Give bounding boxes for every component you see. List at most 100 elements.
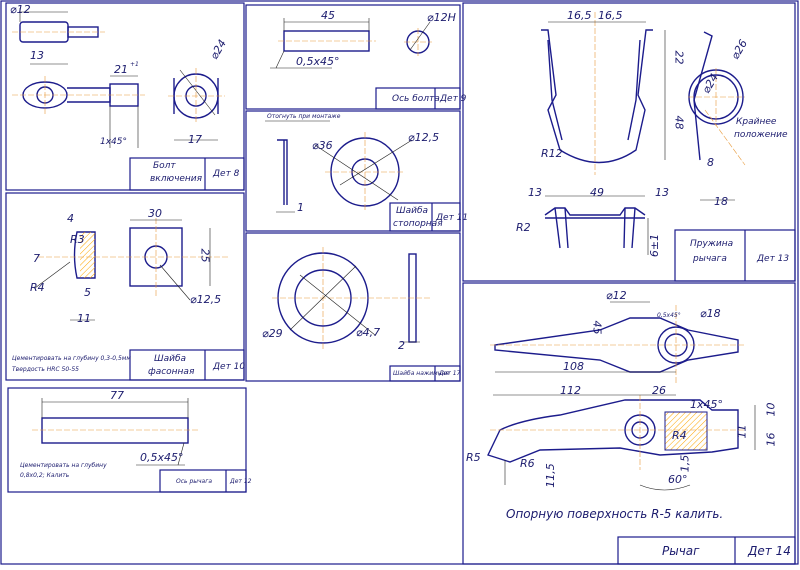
det14-dim-r4: R4	[672, 429, 687, 442]
det12-note-1: Цементировать на глубину	[20, 462, 107, 469]
det13-dim-13a: 13	[528, 186, 542, 199]
det11-number: Дет 11	[436, 213, 469, 223]
det11-title-line-1: Шайба	[396, 206, 429, 216]
det10-dim-r4: R4	[30, 281, 45, 294]
det10-dim-d125: ⌀12,5	[190, 293, 222, 306]
title-block-det17	[389, 365, 461, 382]
det9-title: Ось болта	[392, 94, 440, 104]
det10-dim-11: 11	[77, 312, 91, 325]
det8-dim-17: 17	[188, 133, 202, 146]
det14-title: Рычаг	[662, 544, 700, 558]
det14-note: Опорную поверхность R-5 калить.	[506, 507, 724, 521]
panel-det10-frame	[5, 192, 245, 381]
panel-det12-frame	[7, 387, 247, 493]
det12-note-2: 0,8х0,2; Калить	[20, 472, 70, 479]
det8-dim-21: 21	[114, 63, 128, 76]
det10-title-line-1: Шайба	[154, 354, 187, 364]
det11-dim-d36: ⌀36	[312, 139, 333, 152]
det14-dim-10: 10	[764, 402, 778, 417]
det13-dim-18: 18	[714, 195, 728, 208]
det17-dim-2: 2	[398, 339, 405, 352]
det13-dim-49: 49	[590, 186, 604, 199]
det13-title-line-1: Пружина	[690, 239, 734, 249]
det11-dim-1: 1	[297, 201, 304, 214]
det10-note-1: Цементировать на глубину 0,3-0,5мм	[12, 355, 131, 362]
det8-dim-13: 13	[30, 49, 44, 62]
det10-dim-30: 30	[148, 207, 162, 220]
det14-dim-d12: ⌀12	[606, 289, 627, 302]
det11-note: Отогнуть при монтаже	[267, 113, 341, 120]
det14-dim-d18: ⌀18	[700, 307, 721, 320]
det9-dim-chamfer: 0,5x45°	[296, 55, 340, 68]
det13-dim-22: 22	[672, 50, 686, 65]
det13-dim-8: 8	[707, 156, 714, 169]
det14-dim-15: 1,5	[678, 454, 692, 473]
det10-dim-7: 7	[33, 252, 40, 265]
det17-number: Дет 17	[439, 370, 461, 377]
det8-title-line-1: Болт	[153, 161, 176, 171]
title-block-det10	[129, 349, 245, 381]
det14-number: Дет 14	[748, 544, 791, 558]
det14-dim-11: 11	[735, 424, 749, 439]
det12-title: Ось рычага	[176, 478, 213, 485]
det14-dim-16: 16	[764, 432, 778, 447]
det13-dim-165a: 16,5	[567, 9, 592, 22]
title-block-det8	[129, 157, 245, 191]
title-block-det13	[674, 229, 796, 282]
panel-det17-frame	[245, 232, 461, 382]
det13-dim-r2: R2	[516, 221, 531, 234]
det13-drawing	[541, 29, 744, 249]
det10-note-2: Твердость HRC 50-55	[12, 366, 79, 373]
det12-dim-chamfer: 0,5x45°	[140, 451, 184, 464]
title-block-det12	[159, 469, 247, 493]
det14-dim-108: 108	[563, 360, 584, 373]
det9-dim-45: 45	[321, 9, 335, 22]
det13-title-line-2: рычага	[693, 254, 727, 264]
det14-dim-chamfer-small: 0,5x45°	[657, 312, 681, 319]
det10-dim-r3: R3	[70, 233, 85, 246]
det8-dim-chamfer: 1x45°	[100, 137, 128, 147]
title-block-det14	[617, 536, 796, 565]
det14-dim-45: 45	[590, 320, 604, 335]
det14-dim-60: 60°	[668, 473, 688, 486]
det10-dim-4: 4	[67, 212, 74, 225]
det14-dim-112: 112	[560, 384, 581, 397]
det11-dim-d125: ⌀12,5	[408, 131, 440, 144]
det13-extreme-line-2: положение	[734, 130, 788, 140]
det11-title-line-2: стопорная	[393, 219, 443, 229]
det13-dim-48: 48	[672, 115, 686, 130]
det17-dim-d47: ⌀4,7	[356, 326, 381, 339]
det13-number: Дет 13	[757, 254, 790, 264]
det10-dim-25: 25	[198, 248, 212, 263]
det8-number: Дет 8	[213, 169, 240, 179]
det10-number: Дет 10	[213, 362, 246, 372]
det8-dim-21-tolerance: +1	[130, 61, 139, 68]
det14-dim-chamfer: 1x45°	[690, 398, 724, 411]
det12-dim-77: 77	[110, 389, 124, 402]
det10-title-line-2: фасонная	[148, 367, 195, 377]
det14-dim-r5: R5	[466, 451, 481, 464]
det17-dim-d29: ⌀29	[262, 327, 283, 340]
det8-title-line-2: включения	[150, 174, 203, 184]
det13-dim-165b: 16,5	[598, 9, 623, 22]
det9-number: Дет 9	[440, 94, 467, 104]
panel-det9-frame	[245, 4, 461, 110]
det12-number: Дет 12	[230, 478, 252, 485]
det13-extreme-line-1: Крайнее	[736, 117, 777, 127]
det13-dim-r12: R12	[541, 147, 563, 160]
det12-drawing	[41, 417, 189, 444]
panel-det11-frame	[245, 110, 461, 232]
det13-dim-61: 6±1	[648, 233, 662, 258]
title-block-det11	[389, 202, 461, 232]
det14-dim-r16: R6	[520, 457, 535, 470]
det8-dim-d12: ⌀12	[10, 3, 31, 16]
det10-dim-5: 5	[84, 286, 91, 299]
panel-det14-frame	[462, 282, 796, 565]
panel-det8-frame	[5, 2, 245, 191]
det14-dim-115: 11,5	[543, 463, 557, 488]
det17-title: Шайба нажимная	[393, 370, 449, 377]
det9-dim-d12h: ⌀12H	[427, 11, 456, 24]
det13-dim-13b: 13	[655, 186, 669, 199]
